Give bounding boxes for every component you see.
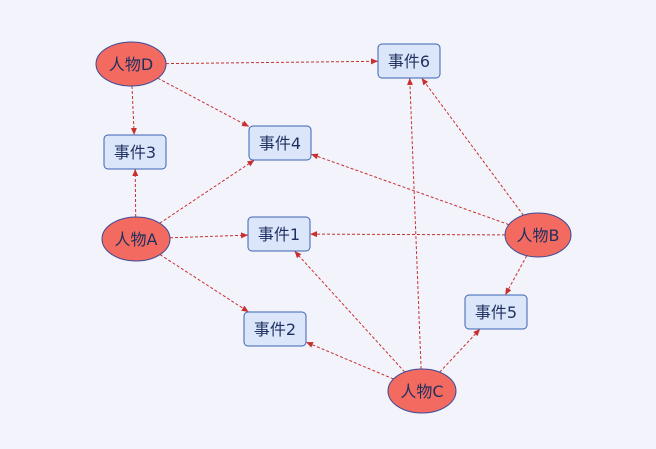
edge-A-to-e4 <box>159 159 255 224</box>
event-label: 事件2 <box>254 320 296 339</box>
event-box <box>464 294 528 330</box>
edge-B-to-e1 <box>309 231 506 238</box>
person-node-b[interactable]: 人物B <box>504 212 572 258</box>
edge-B-to-e5 <box>504 255 528 296</box>
person-node-a[interactable]: 人物A <box>101 216 171 262</box>
edge-C-to-e1 <box>294 250 406 373</box>
event-node-e6[interactable]: 事件6 <box>377 43 441 79</box>
event-box <box>243 311 307 347</box>
person-ellipse <box>387 368 457 414</box>
event-box <box>377 43 441 79</box>
event-node-e2[interactable]: 事件2 <box>243 311 307 347</box>
edge-B-to-e6 <box>421 77 524 216</box>
event-node-e4[interactable]: 事件4 <box>248 125 312 161</box>
event-node-e5[interactable]: 事件5 <box>464 294 528 330</box>
event-label: 事件3 <box>114 143 156 162</box>
edge-layer <box>130 58 528 380</box>
person-label: 人物A <box>115 230 158 249</box>
edge-C-to-e6 <box>406 77 422 370</box>
event-box <box>247 216 311 252</box>
event-box <box>248 125 312 161</box>
event-label: 事件6 <box>388 52 430 71</box>
person-label: 人物B <box>517 226 560 245</box>
node-layer: 事件6 事件3 事件4 事件1 事件5 事件2 人物D 人物A 人物B 人物C <box>95 41 572 414</box>
person-label: 人物D <box>109 55 153 74</box>
person-ellipse <box>504 212 572 258</box>
person-ellipse <box>101 216 171 262</box>
event-node-e1[interactable]: 事件1 <box>247 216 311 252</box>
edge-D-to-e4 <box>157 77 250 128</box>
event-label: 事件4 <box>259 134 301 153</box>
edge-A-to-e2 <box>159 254 249 313</box>
event-box <box>103 134 167 170</box>
edge-D-to-e3 <box>130 85 137 136</box>
edge-A-to-e1 <box>169 232 249 239</box>
person-ellipse <box>95 41 167 87</box>
edge-D-to-e6 <box>165 58 379 65</box>
event-label: 事件5 <box>475 303 517 322</box>
event-label: 事件1 <box>258 225 300 244</box>
event-node-e3[interactable]: 事件3 <box>103 134 167 170</box>
person-node-d[interactable]: 人物D <box>95 41 167 87</box>
edge-A-to-e3 <box>132 168 139 218</box>
person-node-c[interactable]: 人物C <box>387 368 457 414</box>
edge-C-to-e2 <box>305 341 394 380</box>
edge-B-to-e4 <box>310 153 510 226</box>
person-label: 人物C <box>400 382 443 401</box>
